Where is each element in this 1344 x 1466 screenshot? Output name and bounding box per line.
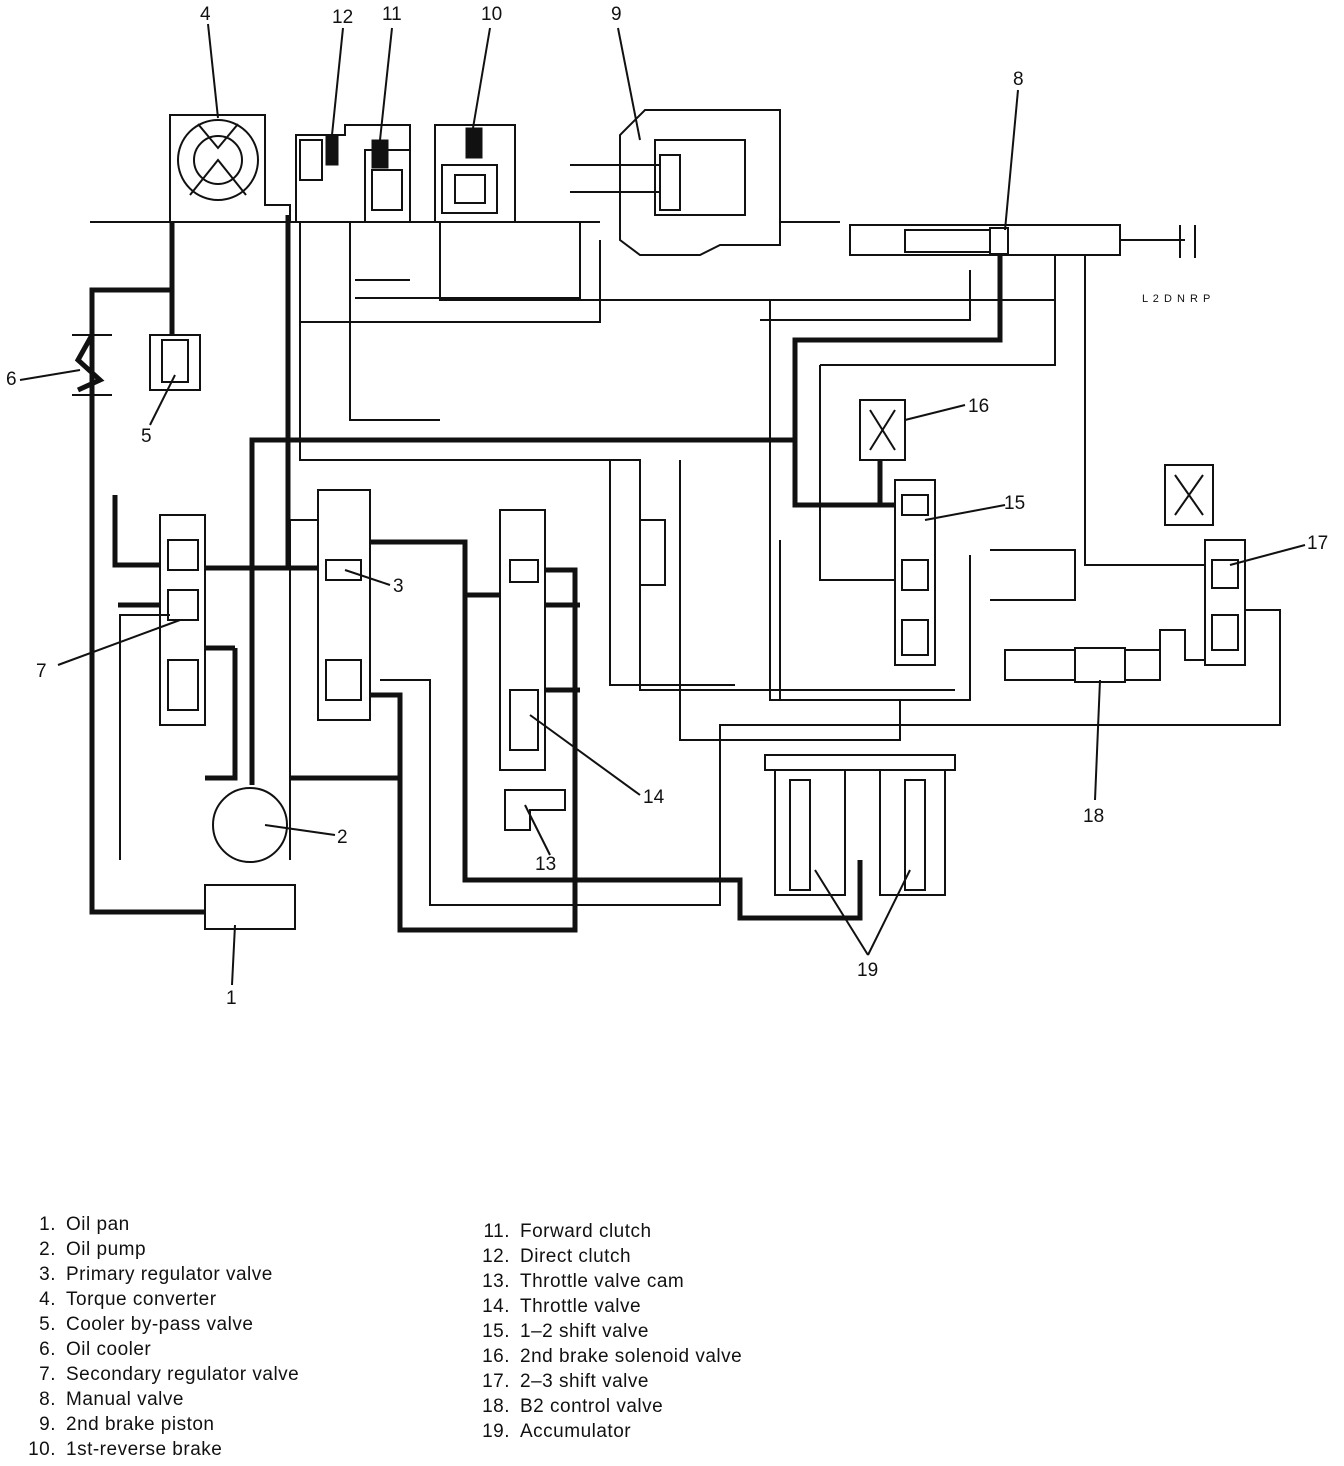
fluid-lines-line-pressure — [89, 215, 1003, 933]
legend-item: 13.Throttle valve cam — [482, 1271, 685, 1292]
legend-right-column: 11.Forward clutch 12.Direct clutch 13.Th… — [466, 1219, 742, 1444]
callout-19: 19 — [857, 960, 878, 981]
secondary-regulator-valve — [159, 514, 206, 726]
two-three-shift-valve — [1164, 464, 1246, 666]
callout-17: 17 — [1307, 533, 1328, 554]
callout-6: 6 — [6, 369, 17, 390]
legend-item: 15.1–2 shift valve — [482, 1321, 649, 1342]
callout-7: 7 — [36, 661, 47, 682]
legend-item: 8.Manual valve — [39, 1389, 184, 1410]
callout-16: 16 — [968, 396, 989, 417]
callout-2: 2 — [337, 827, 348, 848]
callout-5: 5 — [141, 426, 152, 447]
callout-3: 3 — [393, 576, 404, 597]
legend-item: 2.Oil pump — [39, 1239, 147, 1260]
oil-pan — [204, 884, 296, 930]
hydraulic-circuit-diagram: L 2 D N R P — [6, 4, 1328, 1009]
throttle-valve-cam — [504, 789, 566, 831]
oil-pump — [212, 787, 288, 863]
legend-item: 10.1st-reverse brake — [28, 1439, 223, 1460]
forward-clutch — [371, 139, 389, 169]
callout-13: 13 — [535, 854, 556, 875]
one-two-shift-valve — [894, 479, 936, 666]
legend-item: 1.Oil pan — [39, 1214, 130, 1235]
legend-item: 14.Throttle valve — [482, 1296, 642, 1317]
callout-4: 4 — [200, 4, 211, 25]
legend-left-column: 1.Oil pan 2.Oil pump 3.Primary regulator… — [12, 1212, 299, 1462]
primary-regulator-valve — [317, 489, 371, 721]
callout-12: 12 — [332, 7, 353, 28]
callout-1: 1 — [226, 988, 237, 1009]
callout-11: 11 — [382, 4, 402, 25]
shift-position-scale: L 2 D N R P — [1142, 293, 1211, 305]
torque-converter — [169, 114, 291, 223]
manual-valve — [849, 224, 1196, 258]
second-brake-solenoid-valve — [859, 399, 906, 461]
direct-clutch — [325, 134, 339, 166]
legend-item: 11.Forward clutch — [483, 1221, 652, 1242]
callout-14: 14 — [643, 787, 665, 808]
legend-item: 12.Direct clutch — [482, 1246, 632, 1267]
first-reverse-brake — [465, 127, 483, 159]
legend-item: 6.Oil cooler — [39, 1339, 152, 1360]
cooler-bypass-valve — [149, 334, 201, 391]
legend-item: 9.2nd brake piston — [39, 1414, 215, 1435]
legend-item: 19.Accumulator — [482, 1421, 632, 1442]
legend-item: 18.B2 control valve — [482, 1396, 664, 1417]
b2-control-valve — [1004, 647, 1161, 683]
legend-item: 17.2–3 shift valve — [482, 1371, 649, 1392]
legend-item: 4.Torque converter — [39, 1289, 217, 1310]
callout-10: 10 — [481, 4, 502, 25]
callout-8: 8 — [1013, 69, 1024, 90]
legend-item: 16.2nd brake solenoid valve — [482, 1346, 743, 1367]
second-brake-piston — [570, 109, 781, 256]
accumulator — [764, 754, 956, 896]
legend-item: 3.Primary regulator valve — [39, 1264, 273, 1285]
callout-18: 18 — [1083, 806, 1104, 827]
callout-leaders — [19, 23, 1306, 986]
callout-9: 9 — [611, 4, 622, 25]
legend-item: 5.Cooler by-pass valve — [39, 1314, 254, 1335]
fluid-lines-low-pressure — [119, 222, 1281, 906]
callout-15: 15 — [1004, 493, 1025, 514]
throttle-valve — [499, 509, 546, 771]
legend-item: 7.Secondary regulator valve — [39, 1364, 300, 1385]
